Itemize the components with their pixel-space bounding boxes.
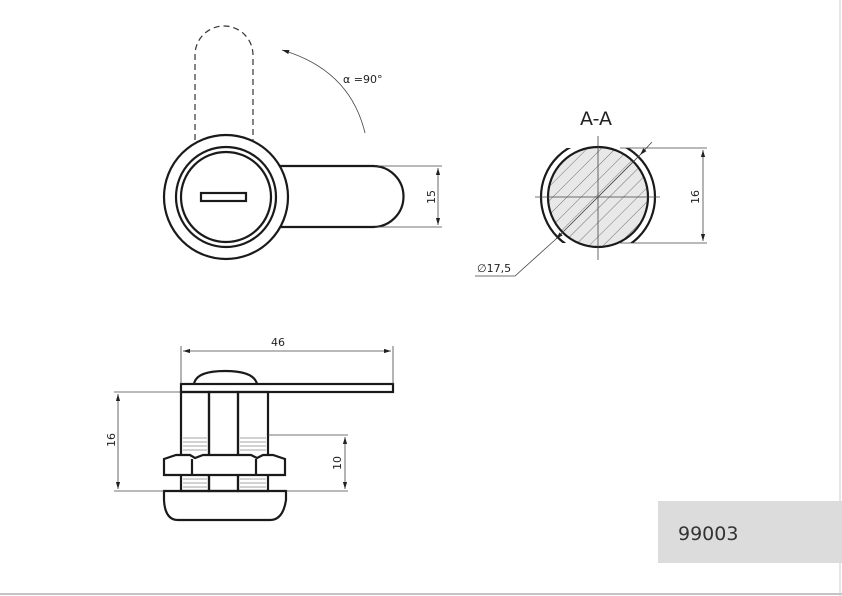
dim-body-height: 16 bbox=[105, 433, 118, 447]
side-view: 46 16 10 bbox=[105, 336, 395, 522]
part-number: 99003 bbox=[678, 523, 739, 545]
dim-length: 46 bbox=[271, 336, 285, 349]
angle-label: α =90° bbox=[343, 73, 382, 86]
rotation-arrow bbox=[281, 49, 366, 134]
hex-nut bbox=[162, 453, 287, 477]
key-slot bbox=[199, 191, 248, 203]
thread-lines bbox=[183, 437, 266, 488]
body-left bbox=[179, 390, 211, 493]
dome bbox=[192, 369, 259, 385]
title-block: 99003 bbox=[658, 501, 842, 563]
dim-section-height: 16 bbox=[689, 190, 702, 204]
rotated-arm-phantom bbox=[194, 25, 254, 140]
dim-thread-length: 10 bbox=[331, 456, 344, 470]
dim-diameter: ∅17,5 bbox=[477, 262, 511, 275]
cam-arm bbox=[280, 164, 405, 229]
cam-plate bbox=[179, 382, 395, 394]
lock-face-middle bbox=[174, 145, 278, 249]
section-a-a: A-A 16 ∅17,5 bbox=[475, 108, 707, 277]
body-center bbox=[207, 390, 240, 493]
section-title: A-A bbox=[580, 108, 612, 130]
diameter-leader bbox=[475, 238, 557, 277]
front-view: α =90° 15 bbox=[162, 25, 442, 261]
lock-face-cap bbox=[162, 489, 288, 522]
body-right bbox=[236, 390, 270, 493]
lock-face-outer bbox=[162, 133, 290, 261]
lock-cylinder bbox=[179, 150, 273, 244]
dim-arm-width: 15 bbox=[425, 190, 438, 204]
